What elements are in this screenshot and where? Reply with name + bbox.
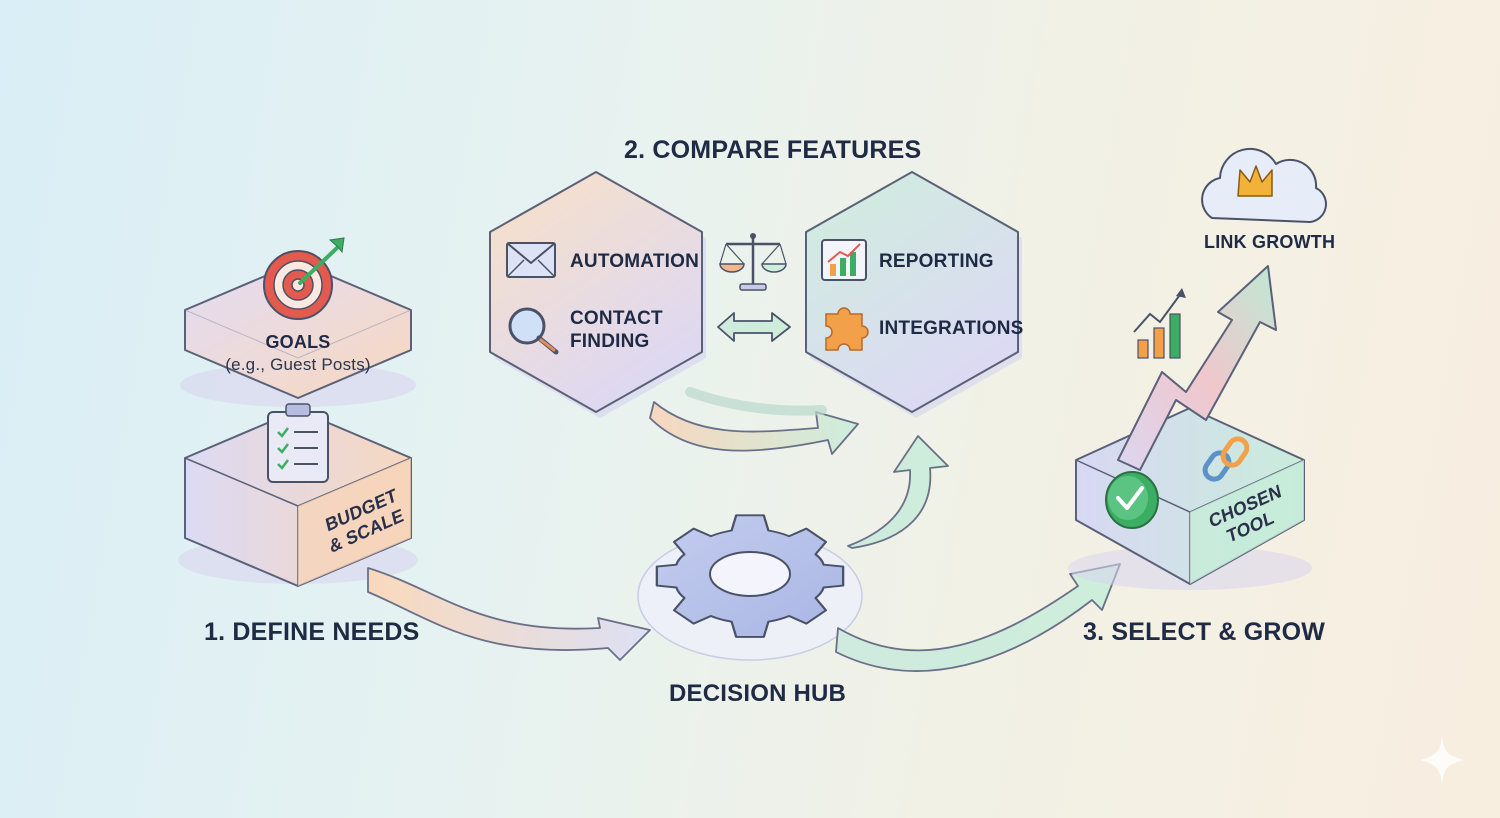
feature-finding: FINDING <box>570 331 650 352</box>
arrow-hub-to-select <box>835 563 1121 672</box>
stage-select-title: 3. SELECT & GROW <box>1083 618 1326 646</box>
arrow-hub-to-compare <box>847 435 949 549</box>
magnifier-icon <box>508 307 559 355</box>
stage-compare-title: 2. COMPARE FEATURES <box>624 136 922 164</box>
feature-automation: AUTOMATION <box>570 251 700 272</box>
sparkle-icon <box>1420 736 1464 784</box>
puzzle-icon <box>825 307 869 351</box>
feature-contact: CONTACT <box>570 308 663 329</box>
arrow-define-to-hub <box>367 567 651 661</box>
goals-block <box>180 261 416 407</box>
double-arrow-icon <box>717 312 791 342</box>
gear-icon <box>637 514 863 661</box>
feature-reporting: REPORTING <box>879 251 994 272</box>
arrow-compare-forward <box>649 401 859 455</box>
scale-icon <box>719 233 787 291</box>
clipboard-checklist-icon <box>267 403 329 483</box>
link-growth-label: LINK GROWTH <box>1204 232 1336 252</box>
check-badge-icon <box>1105 471 1159 529</box>
cloud-crown-icon <box>1201 147 1327 223</box>
chart-icon <box>821 239 867 281</box>
target-icon <box>263 237 345 320</box>
bar-chart-icon <box>1133 288 1186 359</box>
goals-title: GOALS <box>265 332 331 352</box>
hexagon-right <box>805 171 1022 418</box>
goals-example: (e.g., Guest Posts) <box>225 355 371 374</box>
hexagon-left <box>489 171 706 418</box>
chain-link-icon <box>1202 436 1250 482</box>
budget-block <box>178 409 418 587</box>
stage-define-title: 1. DEFINE NEEDS <box>204 618 420 646</box>
decision-hub-label: DECISION HUB <box>669 680 847 707</box>
feature-integrations: INTEGRATIONS <box>879 318 1024 339</box>
envelope-icon <box>506 242 556 278</box>
growth-arrow-icon <box>1117 265 1277 471</box>
arrow-compare-back <box>685 387 827 416</box>
